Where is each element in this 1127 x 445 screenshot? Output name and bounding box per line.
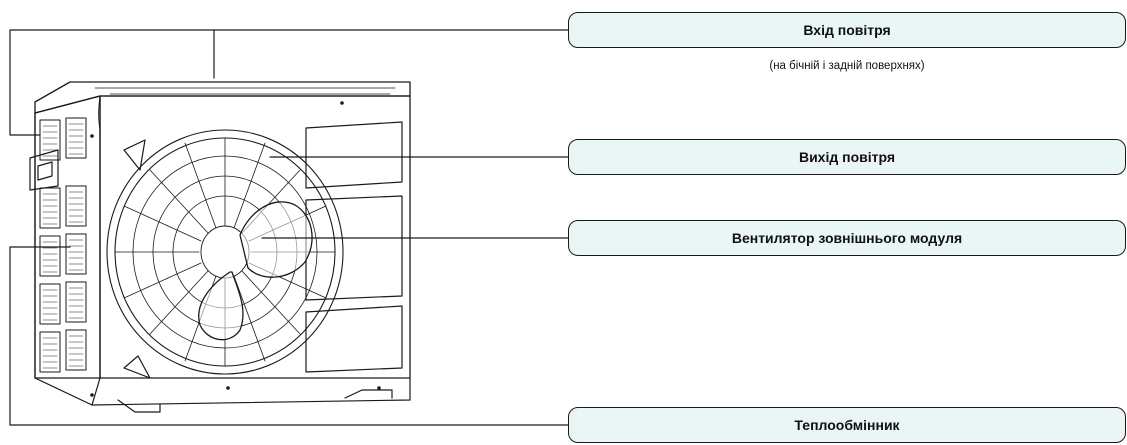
fan-blades — [198, 201, 313, 341]
leader-lines — [9, 29, 569, 426]
label-air-inlet-text: Вхід повітря — [803, 22, 891, 38]
side-handle-icon — [29, 149, 59, 191]
right-foot — [344, 389, 393, 399]
label-outdoor-fan-text: Вентилятор зовнішнього модуля — [731, 230, 963, 246]
side-grille — [39, 117, 87, 373]
outdoor-unit — [34, 81, 411, 413]
label-heat-exchanger: Теплообмінник — [568, 407, 1126, 443]
label-air-outlet-text: Вихід повітря — [798, 149, 896, 165]
label-air-outlet: Вихід повітря — [568, 139, 1126, 175]
label-air-inlet-note: (на бічній і задній поверхнях) — [769, 60, 925, 72]
top-panel — [34, 81, 411, 114]
left-foot — [117, 399, 161, 413]
leader-heat-exchanger — [9, 246, 569, 426]
label-air-inlet: Вхід повітря — [568, 12, 1126, 48]
label-heat-exchanger-text: Теплообмінник — [794, 417, 900, 433]
front-panel-cutouts — [123, 121, 403, 379]
leader-air-inlet — [9, 29, 569, 136]
label-outdoor-fan: Вентилятор зовнішнього модуля — [568, 220, 1126, 256]
